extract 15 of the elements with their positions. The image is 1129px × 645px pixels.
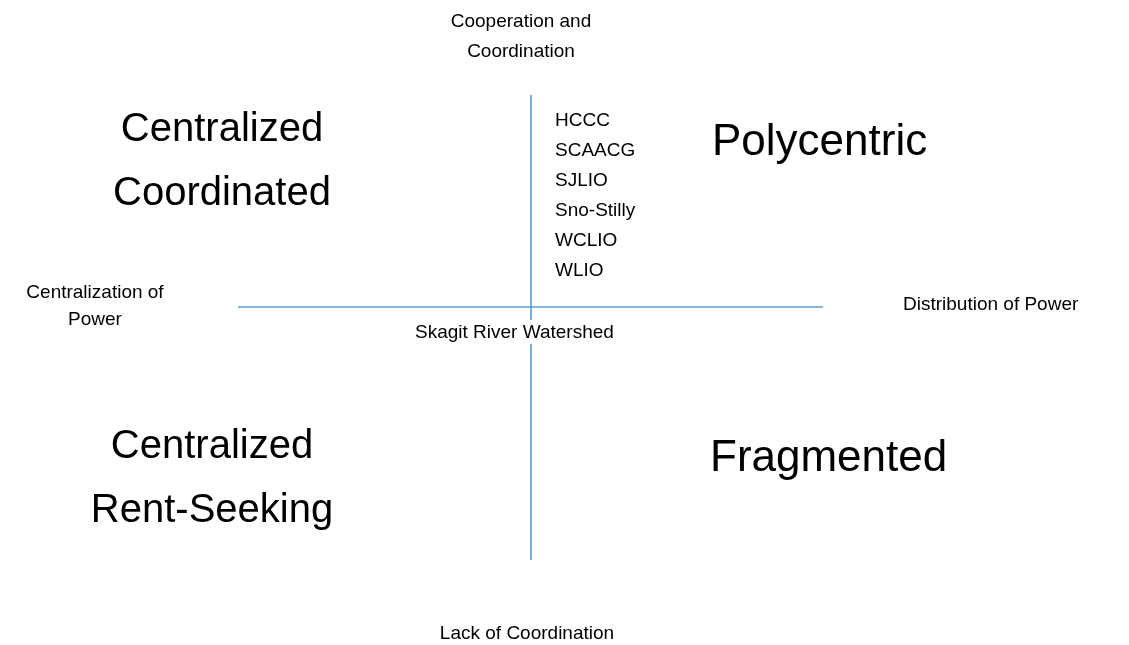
list-item: WCLIO xyxy=(555,228,618,252)
axis-label: Distribution of Power xyxy=(903,292,1079,316)
quadrant-label: Fragmented xyxy=(710,430,948,482)
quadrant-label: Centralized Rent-Seeking xyxy=(89,421,335,532)
list-item: SJLIO xyxy=(555,168,608,192)
quadrant-label: Polycentric xyxy=(712,114,928,166)
list-item: HCCC xyxy=(555,108,610,132)
axis-label: Lack of Coordination xyxy=(438,621,616,645)
axis-label: Centralization of Power xyxy=(25,280,165,331)
list-item: WLIO xyxy=(555,258,604,282)
list-item: SCAACG xyxy=(555,138,636,162)
axis-label: Skagit River Watershed xyxy=(415,320,614,344)
list-item: Sno-Stilly xyxy=(555,198,636,222)
axis-label: Cooperation and Coordination xyxy=(449,9,593,64)
quadrant-label: Centralized Coordinated xyxy=(112,104,332,215)
